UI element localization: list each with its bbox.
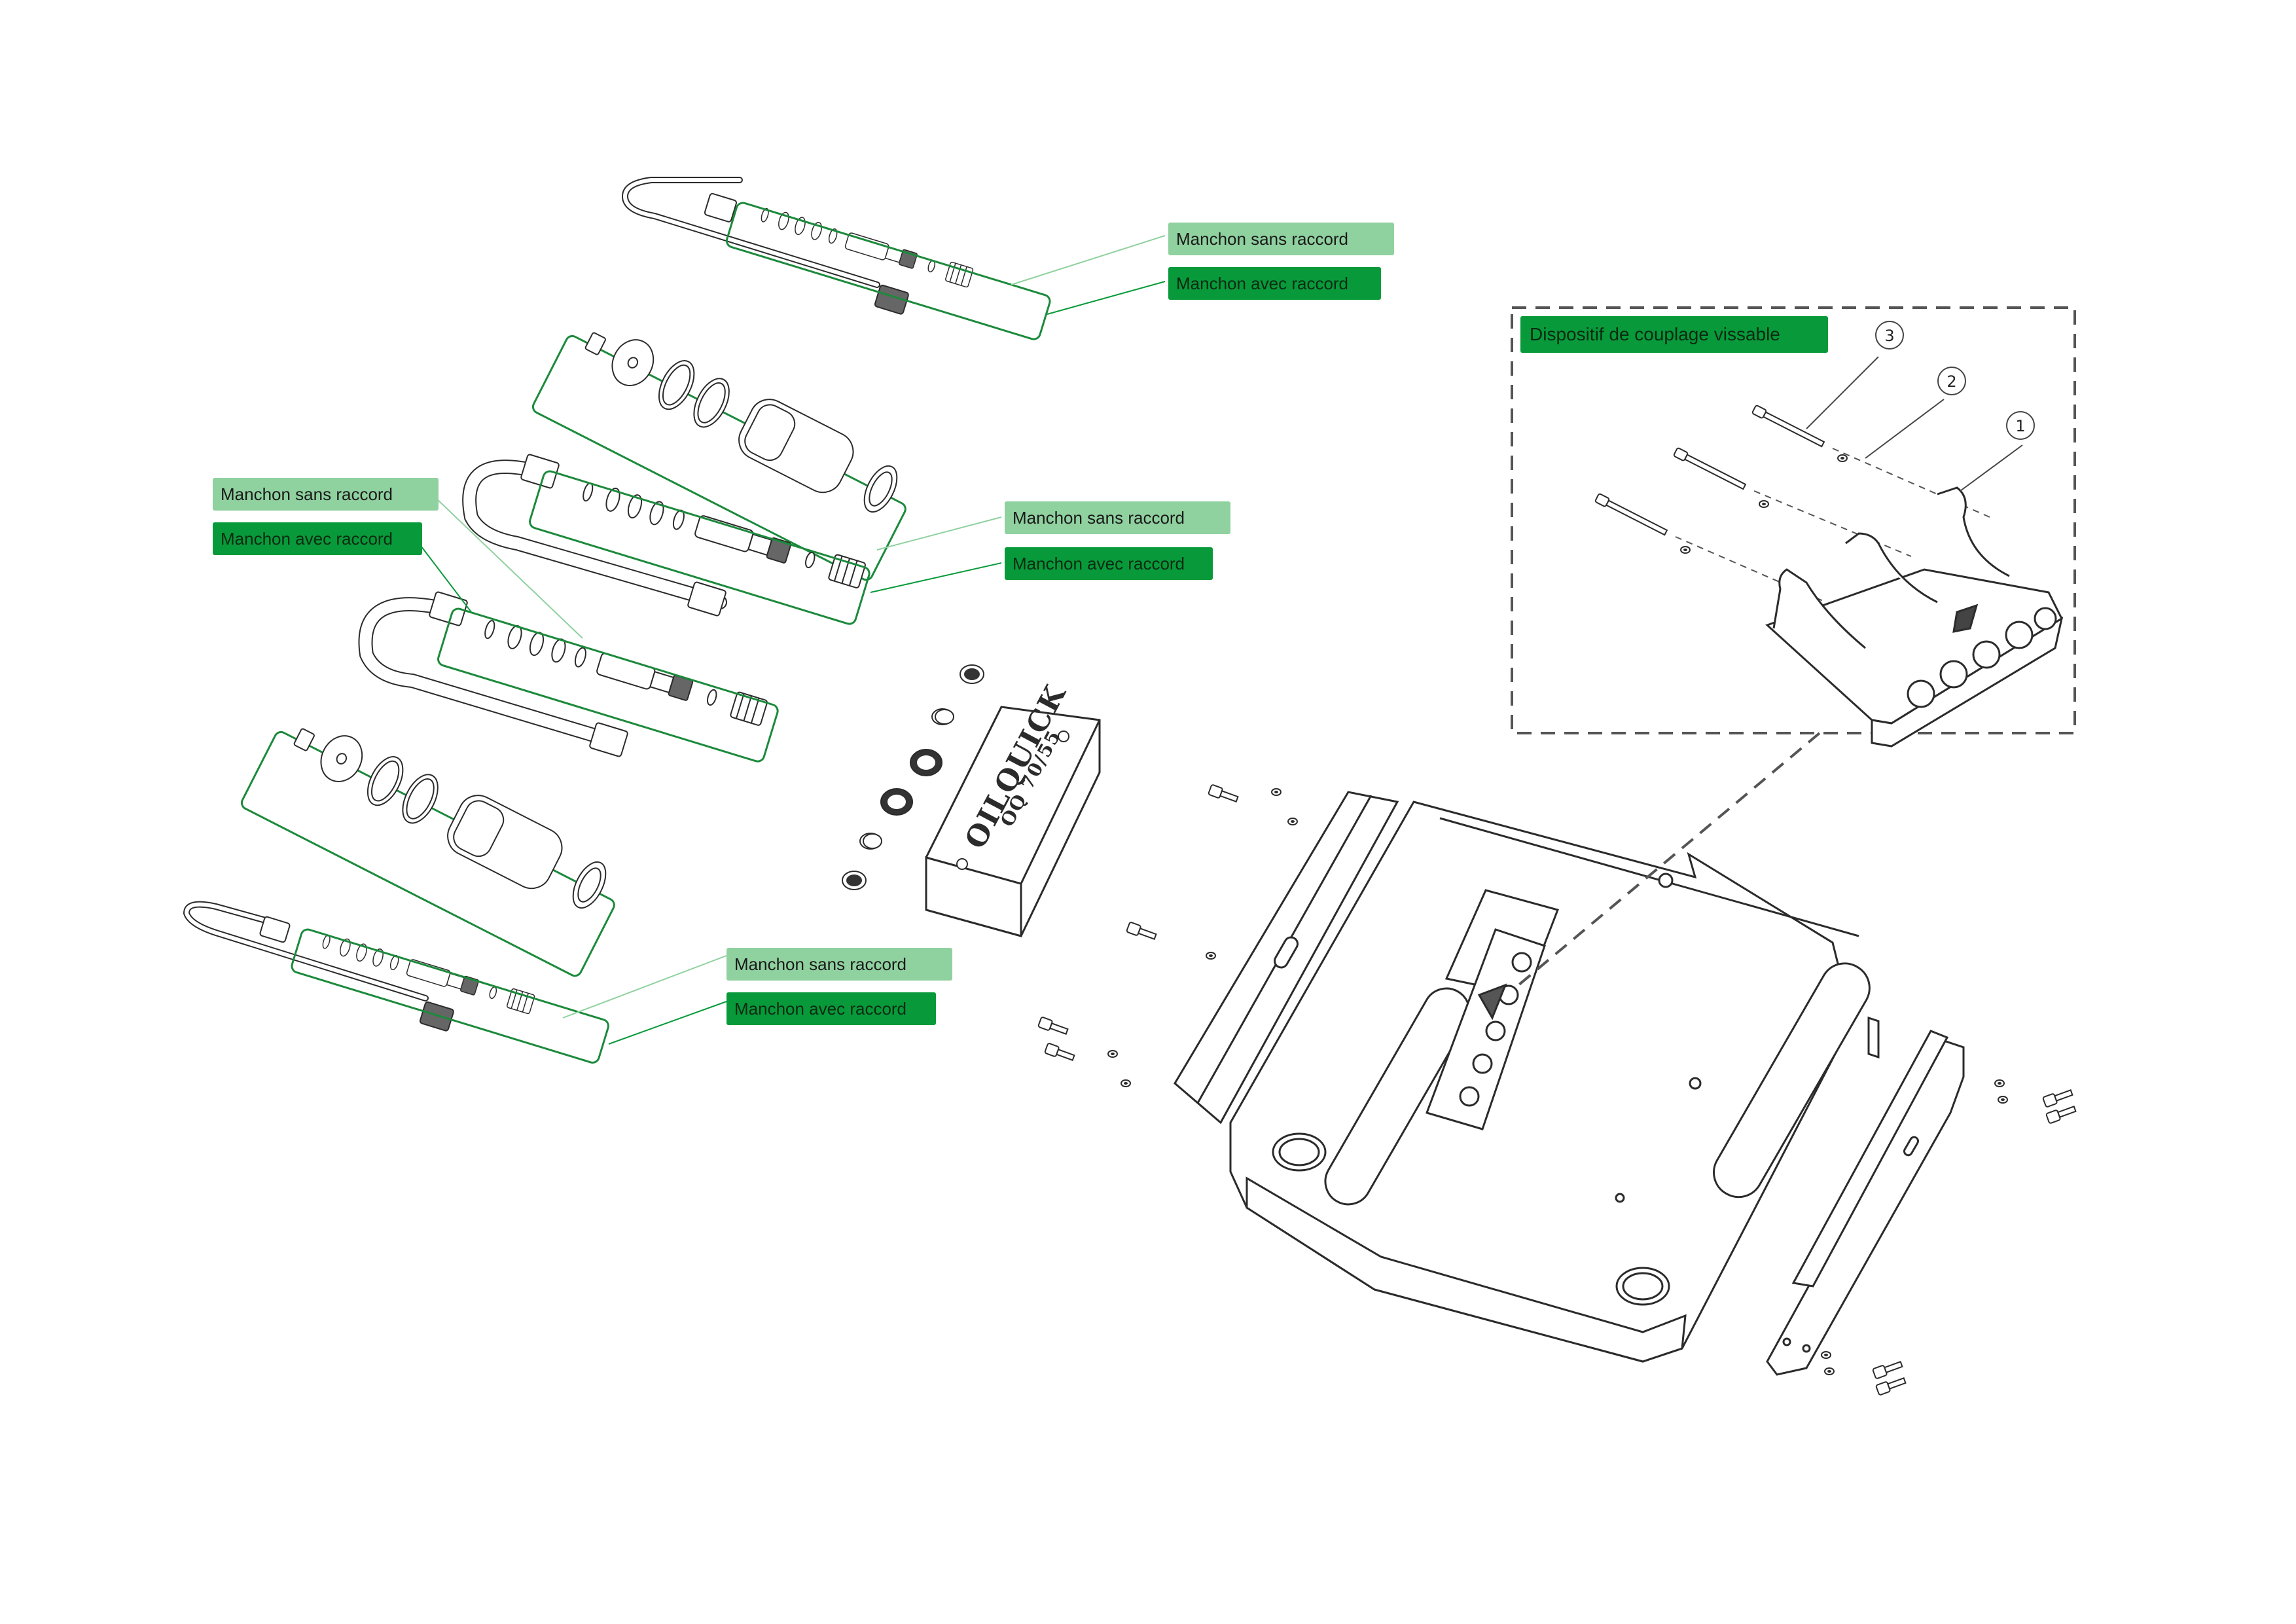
- label-top-sans-raccord: Manchon sans raccord: [1168, 223, 1394, 255]
- label-middle-left-avec-raccord: Manchon avec raccord: [213, 522, 422, 555]
- label-bottom-avec-raccord: Manchon avec raccord: [726, 992, 936, 1025]
- leader-lines: [418, 235, 1166, 1045]
- coupling-bracket-icon: [1426, 928, 1546, 1130]
- detail-box: [1511, 306, 2076, 986]
- hose-assembly-top: [621, 177, 1051, 340]
- hose-assembly-bottom: [183, 901, 609, 1064]
- seal-kit-bottom: [240, 708, 617, 977]
- label-bottom-sans-raccord: Manchon sans raccord: [726, 948, 952, 981]
- callout-1: 1: [2006, 411, 2035, 440]
- hose-assembly-middle-right: [462, 454, 870, 625]
- label-middle-right-avec-raccord: Manchon avec raccord: [1005, 547, 1213, 580]
- hose-assembly-middle-left: [358, 591, 779, 763]
- quick-coupler-frame-icon: [1174, 791, 1880, 1363]
- label-middle-left-sans-raccord: Manchon sans raccord: [213, 478, 439, 511]
- seal-kit-top: [531, 312, 908, 581]
- valve-couplings: [842, 664, 984, 890]
- label-top-avec-raccord: Manchon avec raccord: [1168, 267, 1381, 300]
- side-plate: [1766, 1030, 1965, 1376]
- label-middle-right-sans-raccord: Manchon sans raccord: [1005, 501, 1230, 534]
- callout-3: 3: [1875, 321, 1904, 350]
- valve-block-icon: OILQUICK OQ 70/55: [925, 679, 1101, 937]
- callout-2: 2: [1937, 367, 1966, 395]
- detail-title: Dispositif de couplage vissable: [1520, 316, 1828, 353]
